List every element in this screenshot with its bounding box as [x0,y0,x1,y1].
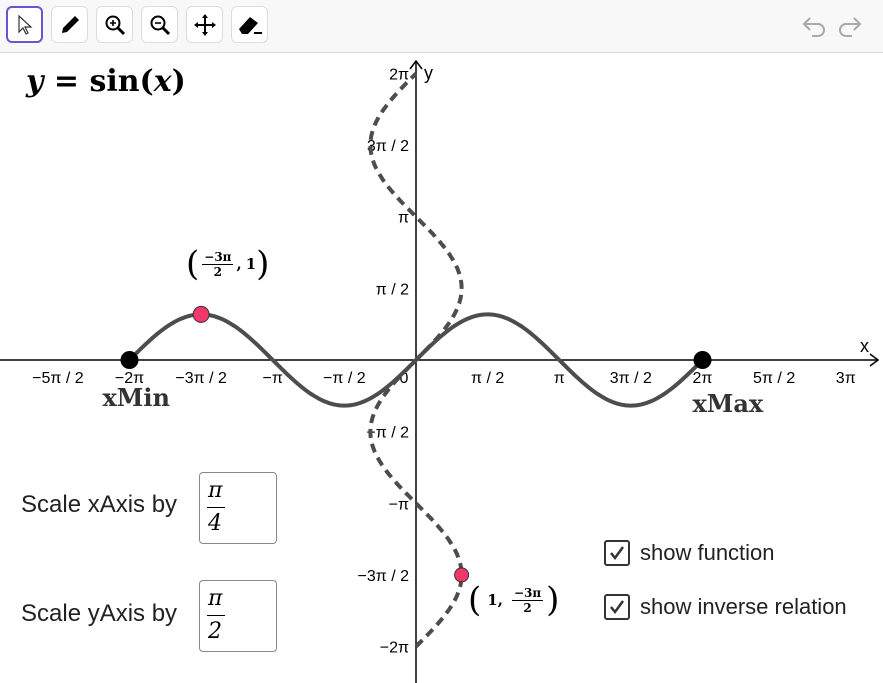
zoom-out-button[interactable] [141,6,178,43]
x-tick-label: 0 [400,370,409,387]
y-axis-label: y [424,63,433,83]
scale-y-den: 2 [208,619,222,644]
graphics-view[interactable]: x y −5π / 2 −2π −3π / 2 −π −π / 2 0 π / 2 π 3π / 2… [0,53,883,683]
x-tick-label: 3π [836,370,856,387]
q-x: 1, [487,591,503,609]
x-tick-label: −3π / 2 [175,370,227,387]
title-eq: = sin( [43,64,154,99]
x-tick-label: π [554,370,565,387]
xmax-point [693,351,712,369]
title-close: ) [171,64,186,99]
y-tick-label: 3π / 2 [367,138,409,155]
move-tool-button[interactable] [6,6,43,43]
inverse-sine-curve [368,72,464,648]
x-axis-arrow [869,353,880,367]
pen-icon [61,15,79,33]
title-lhs: y [26,64,44,99]
move-view-button[interactable] [186,6,223,43]
eraser-button[interactable] [231,6,268,43]
zoom-out-icon [150,15,170,35]
x-tick-label: π / 2 [471,370,504,387]
x-tick-label: −π [263,370,283,387]
xmax-label: xMax [693,389,764,418]
eraser-icon [238,16,262,34]
scale-x-den: 4 [208,511,222,536]
q-y-den: 2 [523,600,532,615]
move-arrows-icon [193,13,216,36]
undo-icon[interactable] [800,12,828,40]
redo-icon[interactable] [836,12,864,40]
scale-y-num: π [208,586,223,611]
scale-x-num: π [208,478,223,503]
show-function-label: show function [640,540,775,565]
checkbox-checked-icon [604,540,630,566]
xmin-label: xMin [102,383,169,412]
y-tick-label: −π / 2 [366,425,409,442]
point-p [192,305,210,323]
x-axis-label: x [860,336,869,356]
p-x-num: −3π [202,249,234,265]
y-tick-label: −2π [380,640,409,657]
cursor-arrow-icon [17,14,33,35]
y-tick-label: π [398,210,409,227]
q-y-num: −3π [511,585,544,601]
y-tick-label: −3π / 2 [357,568,409,585]
show-function-checkbox[interactable]: show function [604,540,775,566]
y-tick-label: 2π [389,66,409,83]
xmin-point [120,351,139,369]
x-tick-label: 5π / 2 [753,370,795,387]
show-inverse-checkbox[interactable]: show inverse relation [604,594,847,620]
toolbar [0,0,883,53]
title-var: x [153,64,172,99]
x-tick-label: −5π / 2 [32,370,84,387]
p-y: 1 [245,255,257,273]
x-tick-label: −π / 2 [323,370,366,387]
y-axis-arrow [409,59,423,70]
function-title: y = sin(x) [26,64,186,99]
scale-y-label: Scale yAxis by [21,600,178,627]
show-inverse-label: show inverse relation [640,594,847,619]
checkbox-checked-icon [604,594,630,620]
x-tick-label: 2π [693,370,713,387]
zoom-in-button[interactable] [96,6,133,43]
y-tick-label: π / 2 [376,281,409,298]
x-tick-label: −2π [115,370,144,387]
x-tick-label: 3π / 2 [610,370,652,387]
pen-tool-button[interactable] [51,6,88,43]
point-q [454,567,470,583]
scale-x-label: Scale xAxis by [21,491,178,518]
y-tick-label: −π [389,496,409,513]
zoom-in-icon [105,15,125,35]
p-x-den: 2 [213,264,223,279]
